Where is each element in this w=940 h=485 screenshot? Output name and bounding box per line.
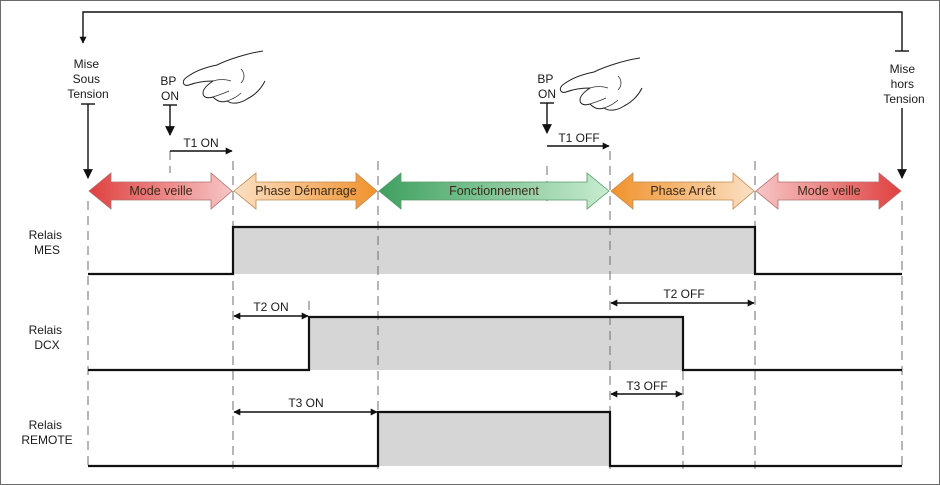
- power-off-label: Mise hors Tension: [883, 62, 924, 106]
- pointing-hand-icon: [559, 57, 643, 111]
- relay-dcx-signal: [88, 315, 902, 372]
- svg-text:T3 ON: T3 ON: [288, 396, 323, 410]
- phase-label: Mode veille: [129, 184, 192, 198]
- svg-text:T2 OFF: T2 OFF: [663, 287, 704, 301]
- svg-text:T1 OFF: T1 OFF: [558, 131, 599, 145]
- t1-on-timer: T1 ON: [170, 136, 233, 155]
- phase-label: Fonctionnement: [449, 184, 539, 198]
- relay-dcx-label: Relais DCX: [29, 323, 66, 352]
- power-cycle-loop: [79, 11, 909, 52]
- pointing-hand-icon: [182, 50, 266, 104]
- relay-remote-signal: [88, 410, 902, 468]
- phase-arrows: Mode veille Phase Démarrage Fonctionneme…: [88, 172, 902, 210]
- svg-text:T2 ON: T2 ON: [253, 300, 288, 314]
- phase-mode-veille-2: [755, 172, 902, 210]
- t2-off-timer: T2 OFF: [610, 287, 755, 307]
- phase-arret: [610, 172, 755, 210]
- power-on-label: Mise Sous Tension: [67, 57, 108, 101]
- phase-fonctionnement: [378, 172, 610, 210]
- relay-mes-signal: [88, 225, 902, 276]
- t3-on-timer: T3 ON: [233, 396, 378, 416]
- svg-text:T1 ON: T1 ON: [183, 136, 218, 150]
- phase-mode-veille-1: [88, 172, 233, 210]
- phase-demarrage: [233, 172, 378, 210]
- phase-label: Phase Arrêt: [650, 184, 716, 198]
- phase-label: Phase Démarrage: [255, 184, 356, 198]
- svg-text:T3 OFF: T3 OFF: [626, 379, 667, 393]
- dcx-on-fill: [309, 317, 683, 370]
- button-1-label: BP ON: [160, 74, 179, 103]
- t1-off-timer: T1 OFF: [547, 131, 610, 150]
- relay-mes-label: Relais MES: [29, 228, 66, 257]
- t2-on-timer: T2 ON: [233, 300, 309, 320]
- mes-on-fill: [233, 227, 755, 274]
- phase-label: Mode veille: [797, 184, 860, 198]
- t3-off-timer: T3 OFF: [610, 379, 683, 398]
- button-2-label: BP ON: [537, 72, 556, 101]
- relay-remote-label: Relais REMOTE: [21, 418, 72, 447]
- remote-on-fill: [378, 412, 610, 466]
